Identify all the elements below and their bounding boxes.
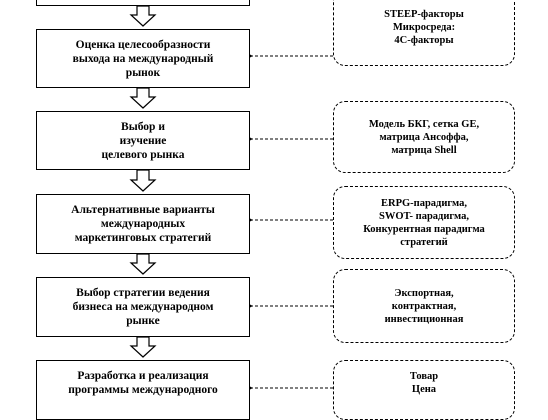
tools-box-matrices: Модель БКГ, сетка GE, матрица Ансоффа, м… <box>333 101 515 173</box>
connectors <box>129 5 333 392</box>
step-box-program: Разработка и реализация программы междун… <box>36 360 250 420</box>
tools-label: ERPG-парадигма, SWOT- парадигма, Конкуре… <box>363 197 485 248</box>
step-label: Выбор и изучение целевого рынка <box>101 120 185 161</box>
down-arrow <box>129 253 157 275</box>
step-label: Альтернативные варианты международных ма… <box>71 204 215 244</box>
step-box-target-market: Выбор и изучение целевого рынка <box>36 111 250 170</box>
tools-label: Товар Цена <box>409 371 439 395</box>
down-arrow <box>129 87 157 109</box>
step-box-alternatives: Альтернативные варианты международных ма… <box>36 194 250 254</box>
step-label: Разработка и реализация программы междун… <box>68 370 218 396</box>
down-arrow <box>129 5 157 27</box>
tools-label: Модель БКГ, сетка GE, матрица Ансоффа, м… <box>368 118 480 156</box>
tools-label: Экспортная, контрактная, инвестиционная <box>384 287 464 325</box>
tools-label: STEEP-факторы Микросреда: 4С-факторы <box>384 9 464 46</box>
step-label: Выбор стратегии ведения бизнеса на между… <box>72 287 214 327</box>
tools-box-paradigms: ERPG-парадигма, SWOT- парадигма, Конкуре… <box>333 186 515 259</box>
step-label: Оценка целесообразности выхода на междун… <box>72 38 214 79</box>
tools-box-entry-modes: Экспортная, контрактная, инвестиционная <box>333 269 515 343</box>
down-arrow <box>129 169 157 192</box>
down-arrow <box>129 336 157 358</box>
step-box-assessment: Оценка целесообразности выхода на междун… <box>36 29 250 88</box>
tools-box-factors: STEEP-факторы Микросреда: 4С-факторы <box>333 0 515 66</box>
step-box-top <box>36 0 250 6</box>
step-box-strategy-choice: Выбор стратегии ведения бизнеса на между… <box>36 277 250 337</box>
tools-box-marketing-mix: Товар Цена <box>333 360 515 420</box>
